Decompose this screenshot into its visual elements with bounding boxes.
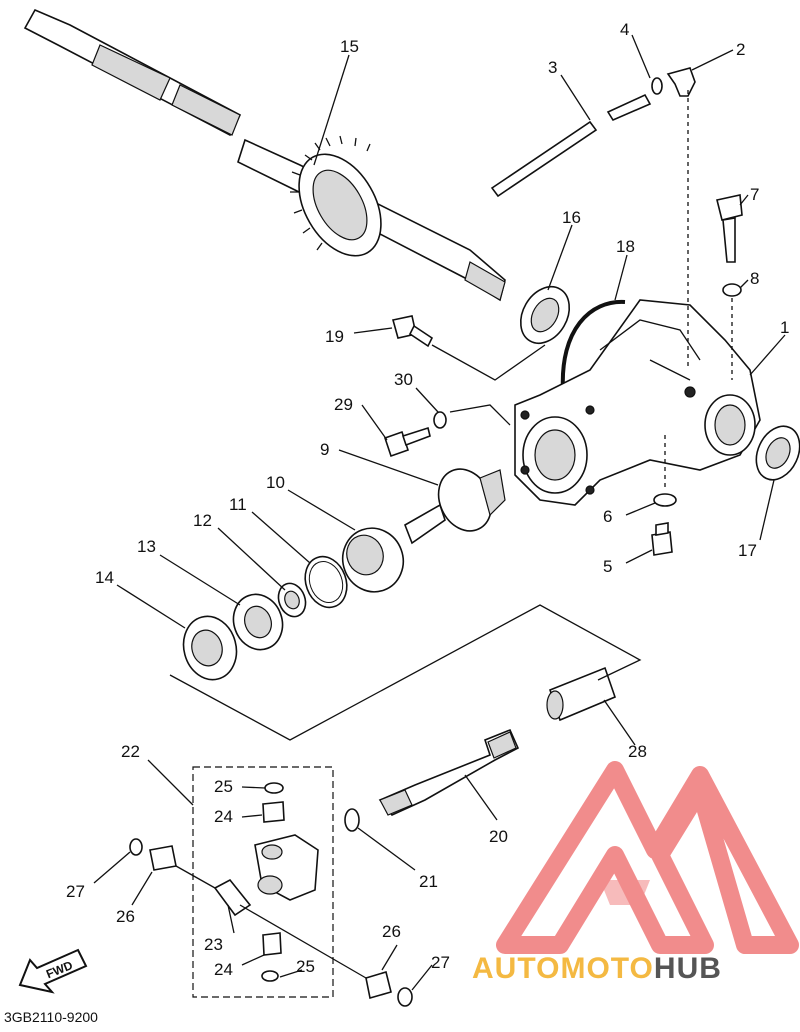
callout-9: 9: [320, 440, 329, 459]
callout-26b: 26: [382, 922, 401, 941]
part-10-bearing: [341, 527, 405, 593]
callout-6: 6: [603, 507, 612, 526]
part-2-breather-elbow: [666, 67, 696, 97]
part-17-oil-seal: [755, 425, 800, 481]
watermark-brand-part2: HUB: [654, 952, 722, 985]
callout-17: 17: [738, 541, 757, 560]
part-29-bolt: [383, 426, 431, 458]
part-16-oil-seal: [519, 285, 571, 345]
callout-7: 7: [750, 185, 759, 204]
part-19-bolt: [392, 315, 434, 348]
callout-27a: 27: [66, 882, 85, 901]
callout-18: 18: [616, 237, 635, 256]
callout-20: 20: [489, 827, 508, 846]
part-18-gasket: [560, 299, 626, 391]
part-20-drive-shaft: [378, 728, 520, 816]
part-4-hose-clip: [651, 77, 663, 95]
callout-16: 16: [562, 208, 581, 227]
watermark-brand-part1: AUTOMOTO: [472, 952, 654, 985]
part-1-gear-case: [514, 299, 761, 506]
part-7-breather-plug: [716, 194, 743, 263]
callout-24b: 24: [214, 960, 233, 979]
callout-29: 29: [334, 395, 353, 414]
callout-10: 10: [266, 473, 285, 492]
callout-24a: 24: [214, 807, 233, 826]
callout-25b: 25: [296, 957, 315, 976]
callout-26a: 26: [116, 907, 135, 926]
part-3-breather-hose: [490, 93, 652, 198]
svg-text:AUTOMOTOHUB: AUTOMOTOHUB: [472, 952, 722, 985]
callout-15: 15: [340, 37, 359, 56]
part-22-universal-joint-group: [192, 766, 334, 998]
callout-12: 12: [193, 511, 212, 530]
part-26-bearing-cap-right: [365, 970, 392, 1000]
part-9-pinion-gear: [404, 468, 506, 545]
fwd-arrow-icon: FWD: [18, 948, 88, 994]
callout-labels: 1 2 3 4 5 6 7 8 9 10 11 12 13 14 15 16 1…: [66, 20, 789, 979]
part-6-gasket: [653, 493, 677, 507]
leader-lines: [93, 34, 786, 991]
callout-14: 14: [95, 568, 114, 587]
part-30-washer: [433, 411, 447, 429]
part-28-coupling: [546, 666, 617, 722]
callout-11: 11: [229, 495, 247, 514]
callout-22: 22: [121, 742, 140, 761]
callout-4: 4: [620, 20, 629, 39]
callout-1: 1: [780, 318, 789, 337]
callout-25a: 25: [214, 777, 233, 796]
callout-19: 19: [325, 327, 344, 346]
callout-5: 5: [603, 557, 612, 576]
callout-3: 3: [548, 58, 557, 77]
part-13-bearing: [232, 593, 284, 651]
watermark-logo-icon: [496, 761, 799, 954]
callout-2: 2: [736, 40, 745, 59]
part-5-drain-bolt: [651, 522, 673, 556]
part-15-shaft: [23, 8, 506, 302]
part-27-washer-right: [397, 987, 413, 1007]
callout-8: 8: [750, 269, 759, 288]
callout-21: 21: [419, 872, 438, 891]
part-27-washer-left: [129, 838, 143, 856]
callout-28: 28: [628, 742, 647, 761]
part-12-shim: [277, 582, 307, 618]
callout-27b: 27: [431, 953, 450, 972]
watermark-brand: AUTOMOTOHUB: [472, 952, 722, 985]
diagram-code: 3GB2110-9200: [4, 1009, 98, 1025]
callout-30: 30: [394, 370, 413, 389]
part-14-retainer-nut: [182, 615, 238, 681]
part-8-o-ring: [722, 283, 742, 297]
callout-23: 23: [204, 935, 223, 954]
part-21-circlip: [344, 808, 360, 832]
part-26-bearing-cap-left: [149, 845, 177, 871]
callout-13: 13: [137, 537, 156, 556]
part-11-o-ring: [304, 555, 348, 609]
